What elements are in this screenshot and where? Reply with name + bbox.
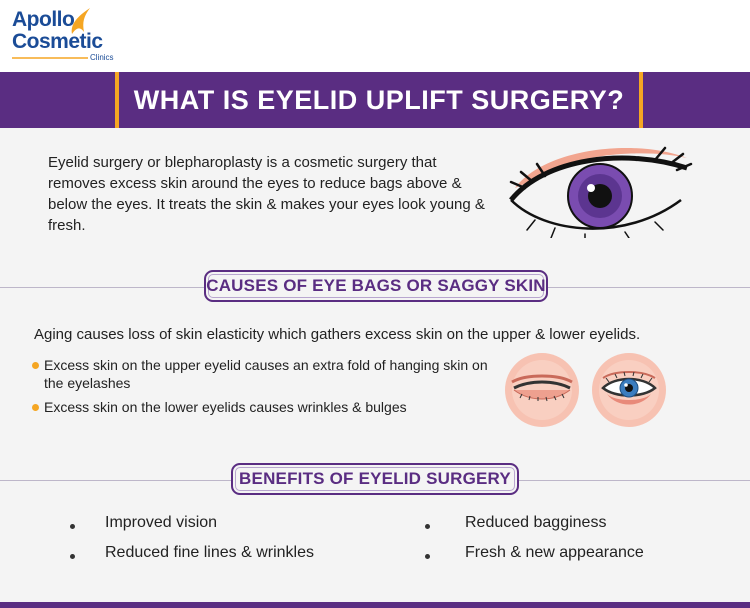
benefit-text: Improved vision xyxy=(105,514,218,531)
benefit-text: Reduced fine lines & wrinkles xyxy=(105,544,314,561)
bullet-dot-icon xyxy=(70,554,75,559)
logo-text-line1: Apollo xyxy=(12,8,75,31)
benefit-text: Fresh & new appearance xyxy=(465,544,644,561)
saggy-eyelid-icon xyxy=(505,353,579,427)
bullet-dot-icon xyxy=(70,524,75,529)
intro-paragraph: Eyelid surgery or blepharoplasty is a co… xyxy=(48,154,485,234)
list-item: Excess skin on the upper eyelid causes a… xyxy=(32,356,502,392)
causes-bullet-text: Excess skin on the upper eyelid causes a… xyxy=(44,357,488,391)
list-item: Excess skin on the lower eyelids causes … xyxy=(32,398,502,416)
flame-swoosh-icon xyxy=(71,8,90,34)
causes-bullet-list: Excess skin on the upper eyelid causes a… xyxy=(32,356,502,422)
logo-underline xyxy=(12,57,88,59)
bullet-dot-icon xyxy=(32,404,39,411)
bullet-dot-icon xyxy=(32,362,39,369)
apollo-cosmetic-logo[interactable]: Apollo Cosmetic Clinics xyxy=(12,6,142,66)
causes-bullet-text: Excess skin on the lower eyelids causes … xyxy=(44,399,407,415)
logo-text-clinics: Clinics xyxy=(90,53,114,62)
benefit-text: Reduced bagginess xyxy=(465,514,607,531)
benefits-heading: BENEFITS OF EYELID SURGERY xyxy=(239,469,511,488)
causes-heading-pill: CAUSES OF EYE BAGS OR SAGGY SKIN xyxy=(204,270,548,302)
title-box: WHAT IS EYELID UPLIFT SURGERY? xyxy=(115,72,643,128)
under-eye-bag-icon xyxy=(592,353,666,427)
page-title: WHAT IS EYELID UPLIFT SURGERY? xyxy=(133,84,625,115)
eye-illustration-icon xyxy=(509,146,693,238)
bullet-dot-icon xyxy=(425,554,430,559)
bottom-accent-bar xyxy=(0,602,750,608)
header: Apollo Cosmetic Clinics xyxy=(0,0,750,72)
causes-lead-text: Aging causes loss of skin elasticity whi… xyxy=(34,326,641,343)
causes-heading: CAUSES OF EYE BAGS OR SAGGY SKIN xyxy=(206,276,546,295)
logo-text-line2: Cosmetic xyxy=(12,30,103,53)
benefits-heading-pill: BENEFITS OF EYELID SURGERY xyxy=(231,463,519,495)
bullet-dot-icon xyxy=(425,524,430,529)
title-banner: WHAT IS EYELID UPLIFT SURGERY? xyxy=(0,72,750,128)
